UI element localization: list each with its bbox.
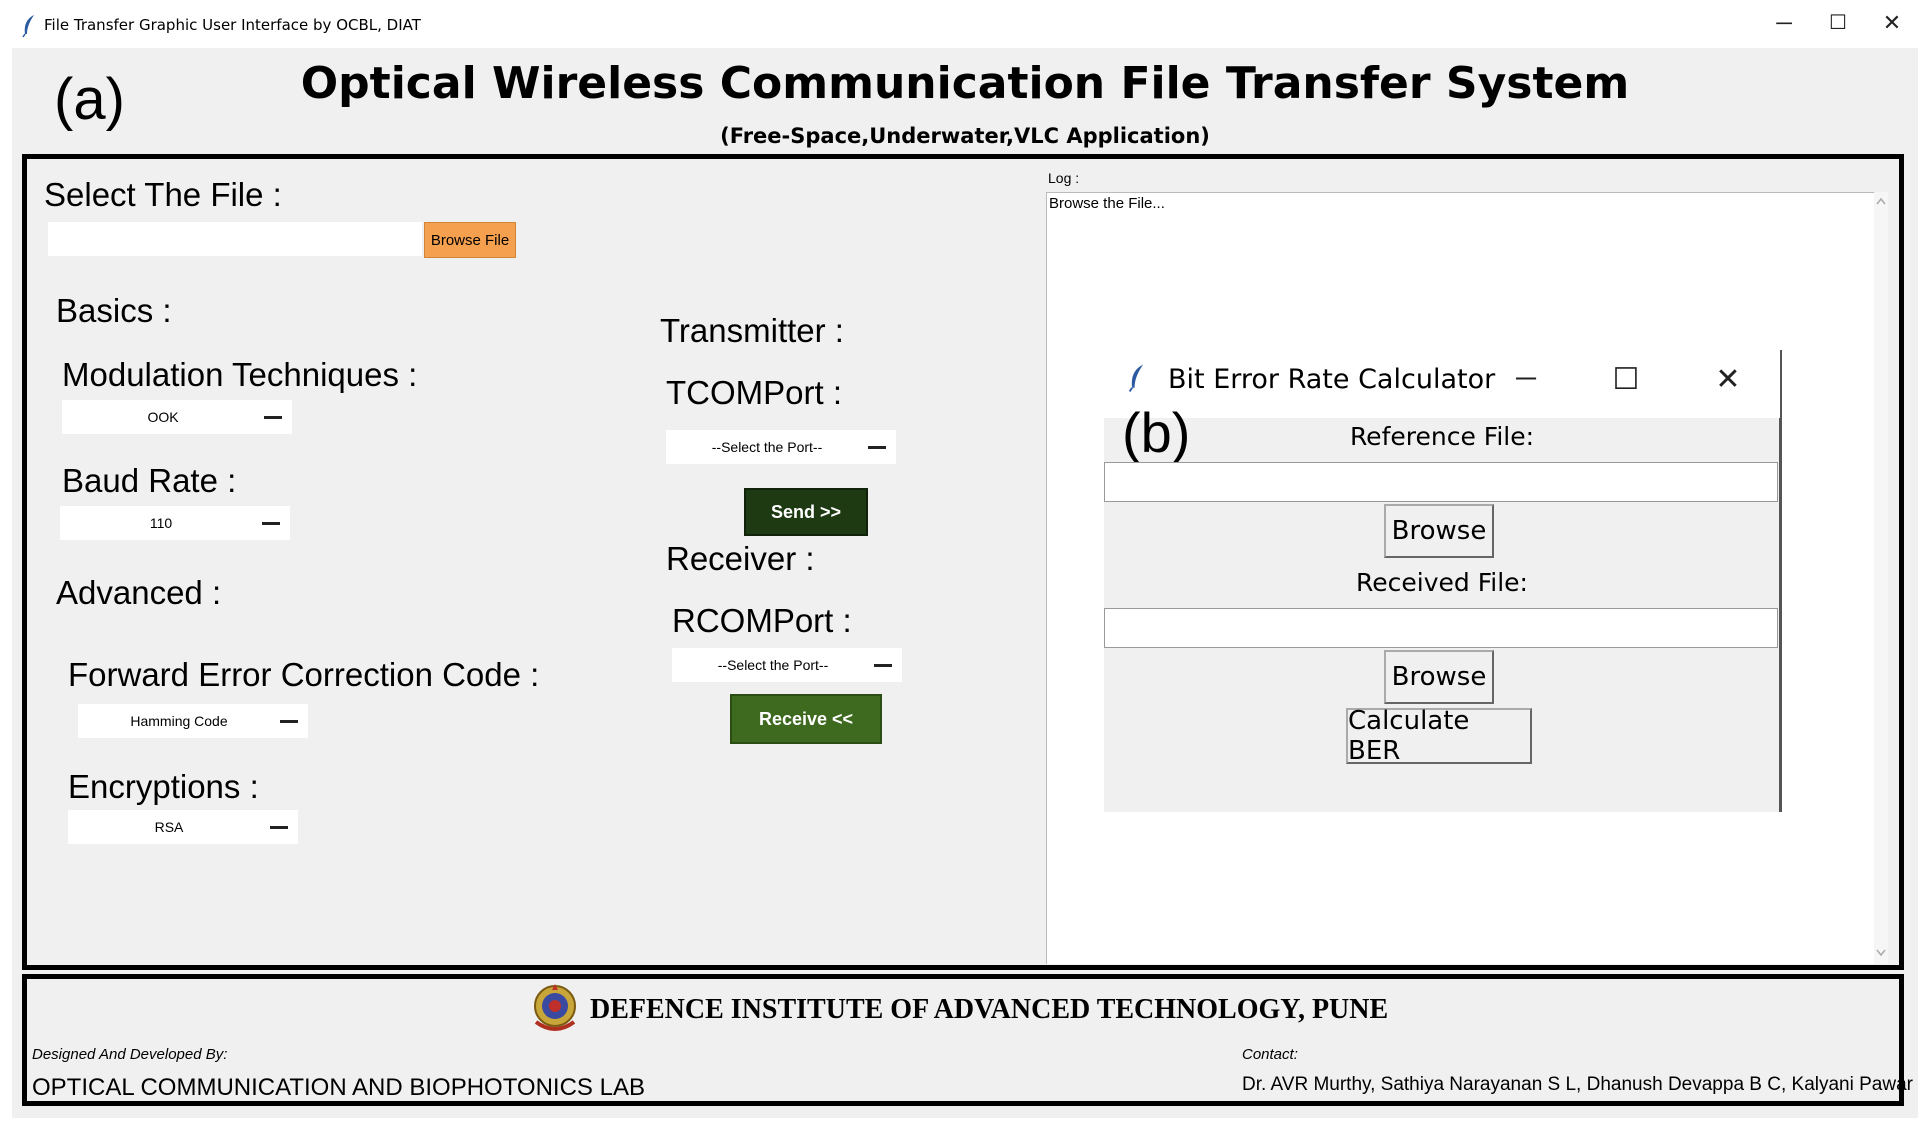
encryption-dropdown[interactable]: RSA — [68, 810, 298, 844]
calculate-ber-button[interactable]: Calculate BER — [1346, 706, 1532, 766]
ber-minimize-button[interactable]: ─ — [1516, 362, 1536, 393]
encryption-label: Encryptions : — [68, 768, 259, 805]
log-scrollbar[interactable] — [1874, 192, 1888, 964]
rcomport-dropdown[interactable]: --Select the Port-- — [672, 648, 902, 682]
basics-label: Basics : — [56, 292, 172, 329]
close-button[interactable]: ✕ — [1882, 10, 1902, 35]
receive-button[interactable]: Receive << — [730, 694, 882, 744]
figure-label-b: (b) — [1122, 401, 1191, 464]
browse-reference-button[interactable]: Browse — [1384, 504, 1494, 558]
page-title: Optical Wireless Communication File Tran… — [300, 58, 1630, 109]
scroll-arrows-icon — [1876, 197, 1886, 957]
institute-emblem-icon — [534, 984, 576, 1031]
figure-label-a: (a) — [54, 67, 125, 132]
fec-dropdown[interactable]: Hamming Code — [78, 704, 308, 738]
dropdown-indicator-icon — [280, 719, 298, 723]
browse-file-button[interactable]: Browse File — [424, 222, 516, 258]
contact-names: Dr. AVR Murthy, Sathiya Narayanan S L, D… — [1242, 1074, 1913, 1095]
designed-by-label: Designed And Developed By: — [32, 1046, 228, 1063]
log-text: Browse the File... — [1049, 195, 1165, 212]
received-file-input[interactable] — [1104, 608, 1778, 648]
tcomport-label: TCOMPort : — [666, 374, 843, 411]
file-path-input[interactable] — [48, 222, 422, 256]
dropdown-indicator-icon — [270, 825, 288, 829]
rcomport-value: --Select the Port-- — [717, 657, 829, 673]
baud-rate-value: 110 — [149, 515, 173, 531]
dropdown-indicator-icon — [868, 445, 886, 449]
contact-label: Contact: — [1242, 1046, 1298, 1063]
ber-maximize-button[interactable]: ☐ — [1612, 363, 1640, 396]
maximize-button[interactable]: ☐ — [1829, 12, 1847, 34]
baud-rate-dropdown[interactable]: 110 — [60, 506, 290, 540]
modulation-label: Modulation Techniques : — [62, 356, 418, 393]
footer-panel — [22, 974, 1904, 1106]
dropdown-indicator-icon — [262, 521, 280, 525]
minimize-button[interactable]: ─ — [1776, 10, 1792, 35]
fec-label: Forward Error Correction Code : — [68, 656, 540, 693]
baud-rate-label: Baud Rate : — [62, 462, 237, 499]
received-file-label: Received File: — [1356, 568, 1528, 597]
ber-close-button[interactable]: ✕ — [1715, 363, 1741, 396]
window-titlebar — [0, 0, 1930, 52]
ber-dialog-title: Bit Error Rate Calculator — [1168, 364, 1496, 395]
select-file-label: Select The File : — [44, 176, 282, 213]
page-subtitle: (Free-Space,Underwater,VLC Application) — [720, 124, 1210, 148]
encryption-value: RSA — [154, 819, 184, 835]
rcomport-label: RCOMPort : — [672, 602, 852, 639]
advanced-label: Advanced : — [56, 574, 222, 611]
feather-icon — [1128, 364, 1144, 392]
tcomport-dropdown[interactable]: --Select the Port-- — [666, 430, 896, 464]
window-title: File Transfer Graphic User Interface by … — [44, 16, 421, 34]
log-label: Log : — [1048, 170, 1080, 186]
ber-dialog-titlebar — [1104, 350, 1780, 418]
lab-name: OPTICAL COMMUNICATION AND BIOPHOTONICS L… — [32, 1074, 645, 1101]
feather-icon — [22, 15, 34, 38]
fec-value: Hamming Code — [130, 713, 228, 729]
reference-file-label: Reference File: — [1349, 422, 1535, 451]
tcomport-value: --Select the Port-- — [711, 439, 823, 455]
receiver-label: Receiver : — [666, 540, 815, 577]
modulation-dropdown[interactable]: OOK — [62, 400, 292, 434]
dropdown-indicator-icon — [874, 663, 892, 667]
dropdown-indicator-icon — [264, 415, 282, 419]
transmitter-label: Transmitter : — [660, 312, 844, 349]
reference-file-input[interactable] — [1104, 462, 1778, 502]
send-button[interactable]: Send >> — [744, 488, 868, 536]
modulation-value: OOK — [147, 409, 179, 425]
browse-received-button[interactable]: Browse — [1384, 650, 1494, 704]
institute-name: DEFENCE INSTITUTE OF ADVANCED TECHNOLOGY… — [590, 994, 1389, 1025]
